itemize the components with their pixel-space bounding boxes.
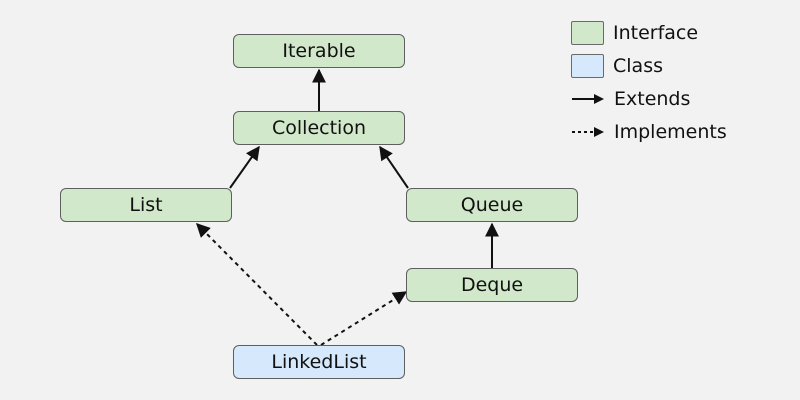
node-collection: Collection [233,111,405,145]
class-swatch [571,54,604,78]
interface-swatch [571,21,604,45]
node-queue: Queue [406,188,578,222]
legend-label-extends: Extends [614,88,691,110]
legend-item-extends: Extends [571,86,791,112]
legend-label-interface: Interface [613,22,699,44]
legend-label-class: Class [613,55,663,77]
node-deque: Deque [406,268,578,302]
solid-arrow-icon [572,94,604,104]
legend-item-implements: Implements [571,119,791,145]
legend-item-class: Class [571,53,791,79]
node-linkedlist: LinkedList [233,345,405,379]
edge-linkedlist-implements-deque [320,291,408,346]
edge-list-extends-collection [229,145,260,189]
legend-item-interface: Interface [571,20,791,46]
dashed-arrow-icon [572,127,604,137]
node-list: List [60,188,232,222]
edge-linkedlist-implements-list [196,223,318,346]
edge-queue-extends-collection [379,145,409,189]
legend-label-implements: Implements [614,121,727,143]
node-iterable: Iterable [233,34,405,68]
